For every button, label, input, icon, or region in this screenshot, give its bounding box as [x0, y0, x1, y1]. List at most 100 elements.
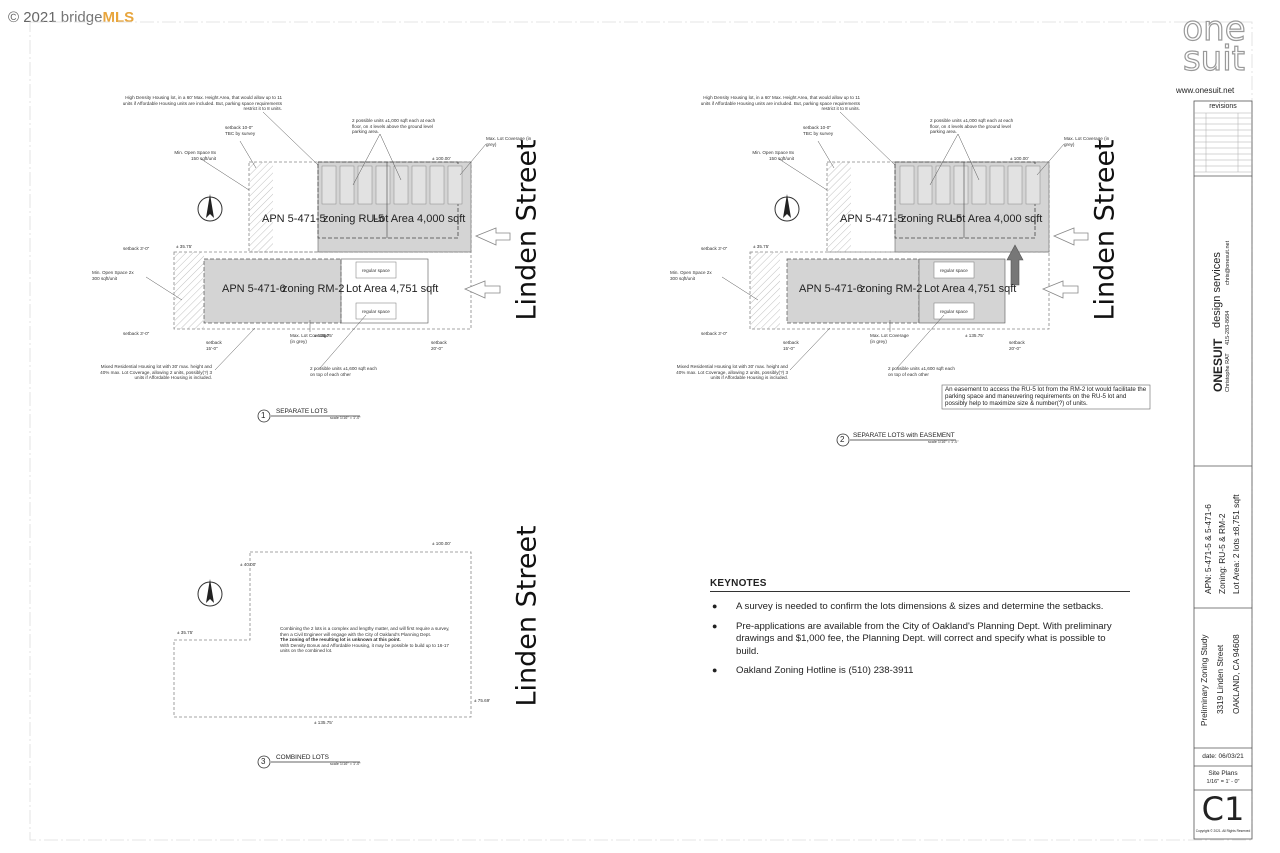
- contact-email: chris@onesuit.net: [1225, 240, 1231, 285]
- note-setback-front-2: setback 15'-0": [783, 340, 799, 351]
- sheet-scale: 1/16" = 1' - 0": [1206, 779, 1240, 785]
- drawing2-title: SEPARATE LOTS with EASEMENT: [853, 432, 955, 439]
- combined-note-bold: The zoning of the resulting lot is unkno…: [280, 637, 401, 643]
- drawing1-scale: scale 1/16" = 1'-0": [330, 416, 361, 420]
- keynote-text: A survey is needed to confirm the lots d…: [736, 601, 1104, 612]
- note-possible-units-2: 2 possible units ±1,000 sqft each at eac…: [930, 118, 1014, 135]
- note-mixed-residential-2: Mixed Residential Housing lot with 30' m…: [676, 364, 788, 381]
- sheet-number: C1: [1201, 790, 1245, 828]
- address-line1: 3319 Linden Street: [1216, 644, 1225, 714]
- copyright-line: Copyright © 2021. All Rights Reserved: [1195, 829, 1251, 833]
- firm-name: ONESUIT: [1211, 338, 1225, 392]
- drawing1-title: SEPARATE LOTS: [276, 408, 328, 415]
- logo-line2: suit: [1182, 39, 1246, 79]
- note-max-coverage-lower: Max. Lot Coverage (in grey): [290, 333, 329, 344]
- upper-lot-zoning-2: zoning RU-5: [901, 213, 963, 225]
- note-high-density-2: High Density Housing lot, in a 60' Max. …: [700, 95, 860, 112]
- lot-area-line: Lot Area: 2 lots ±8,751 sqft: [1231, 494, 1241, 594]
- dim-135-2: ± 135.75': [965, 333, 984, 338]
- note-max-coverage-upper: Max. Lot Coverage (in grey): [486, 136, 532, 147]
- project-name: Preliminary Zoning Study: [1200, 634, 1209, 726]
- upper-lot-zoning: zoning RU-5: [323, 213, 385, 225]
- easement-note: An easement to access the RU-5 lot from …: [945, 386, 1147, 408]
- firm-url[interactable]: www.onesuit.net: [1176, 86, 1235, 95]
- drawing3-scale: scale 1/16" = 1'-0": [330, 762, 361, 766]
- note-setback-rear: setback 20'-0": [431, 340, 447, 351]
- note-setback-left-top-2: setback 3'-0": [701, 246, 728, 251]
- upper-lot-area: Lot Area 4,000 sqft: [373, 213, 466, 225]
- parking-label-2: regular space: [362, 309, 390, 314]
- drawing2-num: 2: [840, 435, 845, 444]
- note-setback-left-top: setback 3'-0": [123, 246, 150, 251]
- lower-lot-area-2: Lot Area 4,751 sqft: [924, 283, 1017, 295]
- note-open-space-upper-2: Min. Open Space 8x 150 sqft/unit: [752, 150, 794, 161]
- parking-label-1: regular space: [362, 268, 390, 273]
- drawing3-title: COMBINED LOTS: [276, 754, 329, 761]
- keynotes-heading: KEYNOTES: [710, 578, 1130, 592]
- note-setback-left-bottom: setback 3'-0": [123, 331, 150, 336]
- contact-phone: 415-283-8684: [1225, 310, 1231, 345]
- dim-100: ± 100.00': [432, 156, 451, 161]
- upper-lot-apn: APN 5-471-5: [262, 213, 326, 225]
- keynote-item: ● Oakland Zoning Hotline is (510) 238-39…: [710, 665, 1130, 678]
- drawing3-num: 3: [261, 757, 266, 766]
- logo-line1: one: [1182, 9, 1246, 49]
- note-open-space-upper: Min. Open Space 8x 150 sqft/unit: [174, 150, 216, 161]
- dim3-100: ± 100.00': [432, 541, 451, 546]
- keynotes: KEYNOTES ● A survey is needed to confirm…: [710, 578, 1130, 678]
- note-setback-left-bottom-2: setback 3'-0": [701, 331, 728, 336]
- upper-lot-area-2: Lot Area 4,000 sqft: [950, 213, 1043, 225]
- copyright-text: © 2021: [8, 9, 57, 26]
- dim3-35: ± 35.75': [177, 630, 194, 635]
- dim3-75: ± 75.69': [474, 698, 491, 703]
- note-mixed-residential: Mixed Residential Housing lot with 30' m…: [100, 364, 212, 381]
- revisions-label: revisions: [1209, 103, 1237, 110]
- lower-lot-area: Lot Area 4,751 sqft: [346, 283, 439, 295]
- firm-sub: design services: [1211, 252, 1223, 328]
- note-units-lower-2: 2 possible units ±1,600 sqft each on top…: [888, 366, 955, 377]
- keynote-item: ● A survey is needed to confirm the lots…: [710, 601, 1130, 614]
- note-setback-front: setback 15'-0": [206, 340, 222, 351]
- note-open-space-lower-2: Min. Open Space 2x 300 sqft/unit: [670, 270, 712, 281]
- note-high-density: High Density Housing lot, in a 60' Max. …: [122, 95, 282, 112]
- note-open-space-lower: Min. Open Space 2x 300 sqft/unit: [92, 270, 134, 281]
- street-label-3: Linden Street: [511, 525, 543, 707]
- combined-note-1: Combining the 2 lots is a complex and le…: [280, 626, 450, 637]
- bullet-icon: ●: [712, 620, 718, 631]
- keynote-text: Pre-applications are available from the …: [736, 620, 1112, 657]
- parking-label-4: regular space: [940, 309, 968, 314]
- keynote-item: ● Pre-applications are available from th…: [710, 621, 1130, 659]
- sheet-date: date: 06/03/21: [1202, 753, 1244, 760]
- note-setback-top-2: setback 10-0" TBC by survey: [803, 125, 834, 136]
- sheet-title: Site Plans: [1208, 770, 1238, 777]
- dim3-135: ± 135.75': [314, 720, 333, 725]
- contact-name: Christophe RAT: [1225, 353, 1231, 392]
- note-units-lower: 2 possible units ±1,600 sqft each on top…: [310, 366, 377, 377]
- apn-line: APN: 5-471-5 & 5-471-6: [1203, 504, 1213, 594]
- drawing2-scale: scale 1/16" = 1'-0": [928, 440, 959, 444]
- lower-lot-zoning-2: zoning RM-2: [860, 283, 923, 295]
- combined-note: Combining the 2 lots is a complex and le…: [280, 626, 456, 654]
- lower-lot-zoning: zoning RM-2: [282, 283, 345, 295]
- note-setback-rear-2: setback 20'-0": [1009, 340, 1025, 351]
- dim-35: ± 35.75': [176, 244, 193, 249]
- parking-label-3: regular space: [940, 268, 968, 273]
- note-max-coverage-lower-2: Max. Lot Coverage (in grey): [870, 333, 909, 344]
- lower-lot-apn-2: APN 5-471-6: [799, 283, 863, 295]
- combined-note-2: With Density Bonus and Affordable Housin…: [280, 642, 449, 654]
- dim-135: ± 135.75': [314, 333, 333, 338]
- note-max-coverage-upper-2: Max. Lot Coverage (in grey): [1064, 136, 1110, 147]
- bullet-icon: ●: [712, 601, 718, 611]
- keynote-text: Oakland Zoning Hotline is (510) 238-3911: [736, 665, 914, 676]
- dim3-40: ± 40.00': [240, 562, 257, 567]
- note-possible-units: 2 possible units ±1,000 sqft each at eac…: [352, 118, 436, 135]
- onesuit-logo: one suit: [1174, 9, 1254, 79]
- address-line2: OAKLAND, CA 94608: [1232, 634, 1241, 714]
- dim-100-2: ± 100.00': [1010, 156, 1029, 161]
- lower-lot-apn: APN 5-471-6: [222, 283, 286, 295]
- upper-lot-apn-2: APN 5-471-5: [840, 213, 904, 225]
